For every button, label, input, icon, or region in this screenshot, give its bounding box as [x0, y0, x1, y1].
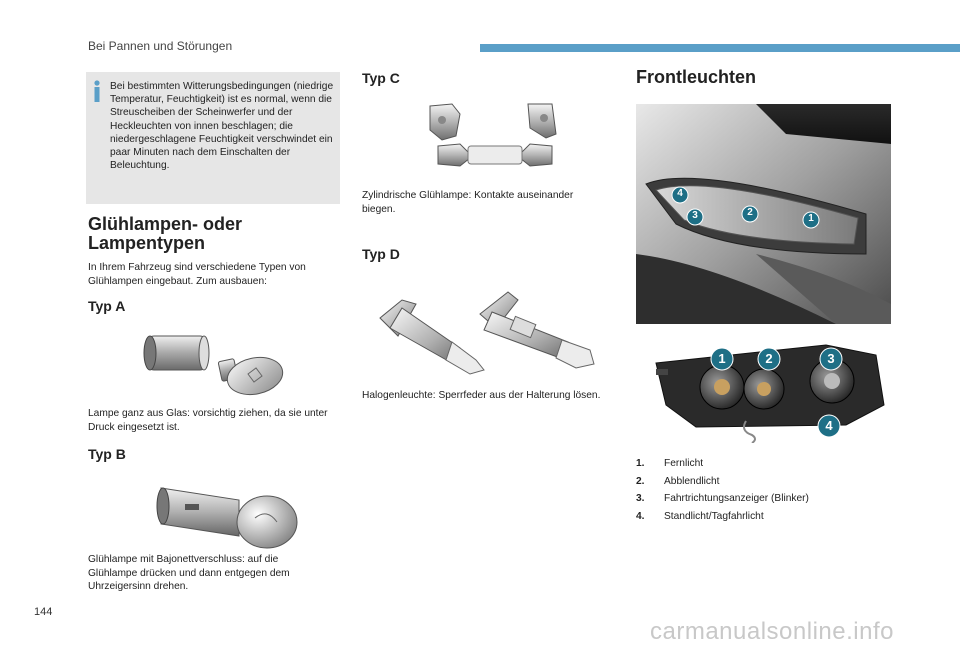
legend-label: Fernlicht: [664, 458, 704, 469]
legend-item: 3. Fahrtrichtungsanzeiger (Blinker): [636, 490, 896, 508]
legend-label: Standlicht/Tagfahrlicht: [664, 510, 764, 522]
badge-bottom-1: 1: [710, 347, 734, 376]
type-a-text: Lampe ganz aus Glas: vorsichtig ziehen, …: [88, 408, 328, 433]
header-accent-bar: [480, 44, 960, 52]
lamp-types-title: Glühlampen- oder Lampentypen: [88, 214, 243, 253]
lamp-types-intro: In Ihrem Fahrzeug sind verschiedene Type…: [88, 262, 306, 287]
badge-bottom-4: 4: [817, 414, 841, 443]
section-header: Bei Pannen und Störungen: [88, 39, 233, 53]
legend-item: 4. Standlicht/Tagfahrlicht: [636, 508, 896, 526]
legend-number: 2.: [636, 475, 645, 487]
front-lights-title: Frontleuchten: [636, 67, 756, 87]
legend-number: 4.: [636, 510, 645, 522]
legend-number: 1.: [636, 458, 645, 469]
type-a-bulb-image: [143, 335, 284, 396]
type-d-text: Halogenleuchte: Sperrfeder aus der Halte…: [362, 390, 601, 401]
info-box: [86, 72, 340, 204]
legend-item: 1. Fernlicht: [636, 455, 896, 473]
badge-top-1: 1: [802, 211, 820, 234]
page-number: 144: [34, 606, 53, 618]
legend-label: Abblendlicht: [664, 475, 720, 487]
badge-top-2: 2: [741, 205, 759, 228]
headlamp-front-image: [636, 104, 891, 324]
badge-bottom-2: 2: [757, 347, 781, 376]
type-c-title: Typ C: [362, 70, 400, 86]
type-a-title: Typ A: [88, 298, 126, 314]
legend-item: 2. Abblendlicht: [636, 473, 896, 491]
front-lights-legend: 1. Fernlicht 2. Abblendlicht 3. Fahrtric…: [636, 455, 896, 525]
type-d-bulb-image: [379, 291, 595, 375]
legend-label: Fahrtrichtungsanzeiger (Blinker): [664, 493, 809, 504]
type-c-text: Zylindrische Glühlampe: Kontakte auseina…: [362, 190, 574, 215]
badge-bottom-3: 3: [819, 347, 843, 376]
info-text: Bei bestimmten Witterungsbedingungen (ni…: [110, 81, 334, 172]
type-d-title: Typ D: [362, 246, 400, 262]
type-b-text: Glühlampe mit Bajonettverschluss: auf di…: [88, 554, 290, 592]
badge-top-4: 4: [671, 186, 689, 209]
type-b-bulb-image: [156, 487, 298, 549]
badge-top-3: 3: [686, 208, 704, 231]
info-icon: [94, 80, 100, 102]
legend-number: 3.: [636, 493, 645, 504]
type-c-bulb-image: [429, 103, 557, 167]
type-b-title: Typ B: [88, 446, 126, 462]
watermark: carmanualsonline.info: [650, 618, 894, 645]
